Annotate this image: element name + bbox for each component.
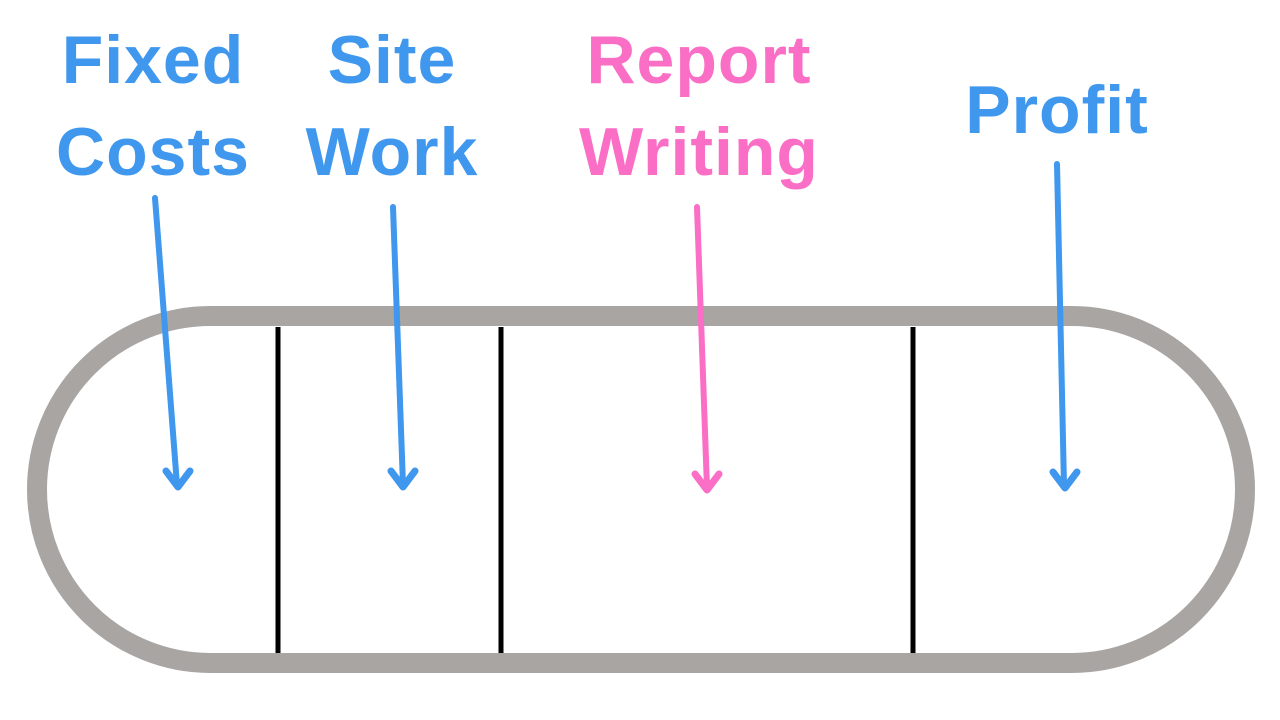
label-profit: Profit xyxy=(965,64,1149,156)
label-report-writing: Report Writing xyxy=(579,14,819,198)
label-line: Fixed xyxy=(61,22,245,98)
label-line: Report xyxy=(586,22,812,98)
label-line: Writing xyxy=(579,114,819,190)
label-site-work: Site Work xyxy=(306,14,479,198)
arrow-down-icon xyxy=(152,195,194,491)
label-line: Profit xyxy=(965,72,1149,148)
capsule-outline xyxy=(27,306,1255,673)
arrow-down-icon xyxy=(691,204,723,494)
label-line: Costs xyxy=(56,114,250,190)
label-line: Site xyxy=(327,22,457,98)
arrow-down-icon xyxy=(1049,161,1081,492)
arrow-down-icon xyxy=(387,204,419,491)
label-fixed-costs: Fixed Costs xyxy=(56,14,250,198)
label-line: Work xyxy=(305,114,479,190)
